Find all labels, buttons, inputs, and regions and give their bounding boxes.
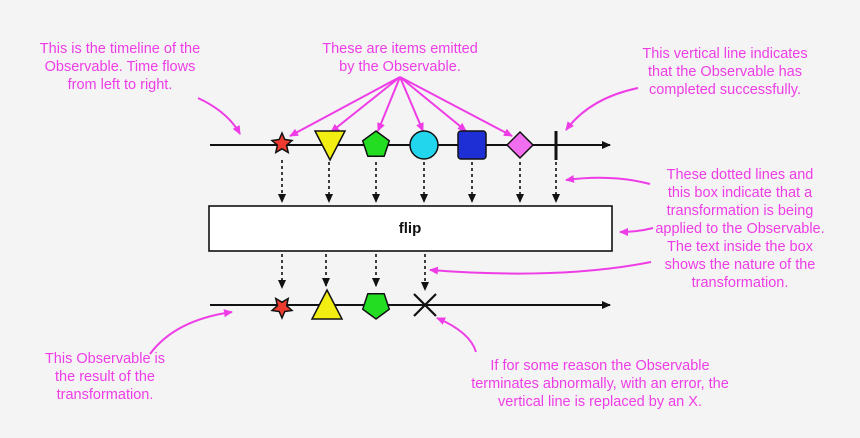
completed-note: This vertical line indicates that the Ob… — [642, 46, 808, 98]
pentagon-item — [361, 130, 391, 157]
transformation-note: These dotted lines and this box indicate… — [655, 167, 825, 291]
result-pointer — [149, 309, 233, 355]
box-pointer — [619, 227, 654, 236]
source-items — [270, 130, 535, 162]
pentagon-flipped-item — [361, 293, 391, 320]
square-item — [457, 130, 487, 160]
items-pointer-square — [399, 76, 467, 132]
items-note: These are items emitted by the Observabl… — [322, 41, 478, 75]
operator-box — [208, 205, 613, 252]
items-pointer-diamond — [399, 76, 513, 137]
error-x — [413, 293, 437, 317]
circle-item — [409, 130, 439, 160]
dotted-lines-pointer — [565, 175, 651, 185]
items-pointer-star — [289, 76, 401, 137]
result-items — [270, 288, 391, 320]
result-note: This Observable is the result of the tra… — [44, 351, 166, 403]
text-pointer — [429, 261, 652, 275]
triangle-up-item — [310, 288, 344, 320]
transform-arrows-in — [278, 160, 560, 203]
timeline-pointer — [197, 97, 241, 135]
items-pointer-triangle — [330, 76, 401, 133]
items-pointer-pentagon — [377, 76, 401, 132]
star-flipped-item — [270, 296, 294, 320]
error-note: If for some reason the Observable termin… — [471, 358, 729, 410]
completed-pointer — [565, 87, 639, 131]
star-item — [270, 131, 294, 155]
timeline-note: This is the timeline of the Observable. … — [39, 41, 201, 93]
annotation-arrows — [149, 76, 654, 355]
transform-arrows-out — [278, 254, 429, 291]
triangle-down-item — [313, 130, 347, 162]
operator-label: flip — [399, 220, 422, 237]
items-pointer-circle — [399, 76, 424, 132]
error-pointer — [436, 317, 477, 353]
diamond-item — [505, 130, 535, 160]
